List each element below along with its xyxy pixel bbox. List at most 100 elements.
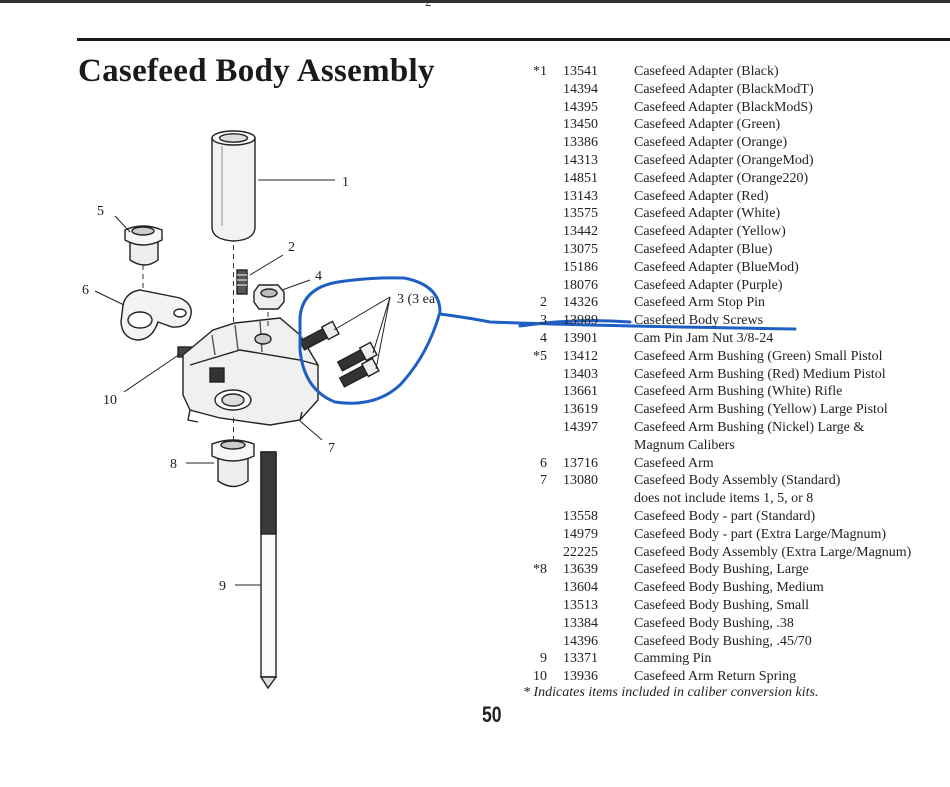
parts-row: 13442 Casefeed Adapter (Yellow) [520, 223, 950, 241]
part-item-number: *5 [533, 348, 547, 364]
part-number: 13901 [563, 330, 598, 346]
part-description: Casefeed Arm Bushing (Yellow) Large Pist… [634, 402, 888, 418]
part-number: 13604 [563, 580, 598, 596]
part-description: Casefeed Adapter (Blue) [634, 241, 773, 257]
part-description: does not include items 1, 5, or 8 [634, 491, 814, 507]
part-number: 13371 [563, 651, 598, 667]
part-description: Cam Pin Jam Nut 3/8-24 [634, 330, 774, 346]
page-marker: 2 [425, 0, 432, 9]
callout-1: 1 [342, 175, 349, 190]
part-description: Casefeed Arm Stop Pin [634, 295, 766, 311]
callout-3: 3 (3 ea [397, 292, 436, 307]
callout-2: 2 [288, 240, 295, 255]
part-number: 13716 [563, 455, 598, 471]
part-description: Camming Pin [634, 651, 712, 667]
part-6-arm [120, 289, 192, 341]
part-description: Magnum Calibers [634, 437, 735, 453]
part-description: Casefeed Adapter (Green) [634, 117, 781, 133]
part-8-bushing [211, 439, 255, 488]
parts-row: 13604 Casefeed Body Bushing, Medium [520, 579, 950, 597]
parts-row: 3 13989 Casefeed Body Screws [520, 312, 950, 330]
part-description: Casefeed Adapter (Yellow) [634, 224, 786, 240]
parts-row: 15186 Casefeed Adapter (BlueMod) [520, 259, 950, 277]
part-5-bushing [124, 225, 163, 266]
part-number: 13403 [563, 366, 598, 382]
parts-row: 13558 Casefeed Body - part (Standard) [520, 508, 950, 526]
part-number: 13558 [563, 508, 598, 524]
part-description: Casefeed Body Assembly (Standard) [634, 473, 841, 489]
part-description: Casefeed Arm Bushing (White) Rifle [634, 384, 843, 400]
parts-row: Magnum Calibers [520, 437, 950, 455]
parts-row: *8 13639 Casefeed Body Bushing, Large [520, 561, 950, 579]
part-number: 14313 [563, 152, 598, 168]
part-number: 18076 [563, 277, 598, 293]
part-description: Casefeed Adapter (Black) [634, 64, 779, 79]
part-description: Casefeed Arm Bushing (Green) Small Pisto… [634, 348, 883, 364]
callout-6: 6 [82, 283, 89, 298]
part-description: Casefeed Body Bushing, .45/70 [634, 633, 812, 649]
part-number: 14395 [563, 99, 598, 115]
part-description: Casefeed Adapter (BlueMod) [634, 259, 799, 275]
part-number: 13989 [563, 313, 598, 329]
part-number: 13513 [563, 597, 598, 613]
part-number: 22225 [563, 544, 598, 560]
part-number: 13442 [563, 224, 598, 240]
part-item-number: 10 [533, 669, 547, 685]
part-number: 14394 [563, 81, 598, 97]
part-description: Casefeed Adapter (OrangeMod) [634, 152, 814, 168]
part-description: Casefeed Body - part (Extra Large/Magnum… [634, 526, 887, 542]
callout-10: 10 [103, 393, 117, 408]
callout-9: 9 [219, 579, 226, 594]
part-number: 13619 [563, 402, 598, 418]
part-description: Casefeed Body Bushing, Medium [634, 580, 824, 596]
part-number: 13936 [563, 669, 598, 685]
part-description: Casefeed Adapter (Purple) [634, 277, 783, 293]
part-item-number: *8 [533, 562, 547, 578]
part-item-number: 3 [540, 313, 547, 329]
part-number: 13384 [563, 615, 598, 631]
parts-row: *5 13412 Casefeed Arm Bushing (Green) Smal… [520, 348, 950, 366]
part-number: 13541 [563, 64, 598, 79]
part-description: Casefeed Adapter (Orange) [634, 135, 788, 151]
part-description: Casefeed Arm Bushing (Red) Medium Pistol [634, 366, 886, 382]
part-item-number: 6 [540, 455, 547, 471]
part-number: 14397 [563, 419, 598, 435]
part-description: Casefeed Body Bushing, Small [634, 597, 809, 613]
part-description: Casefeed Body Bushing, Large [634, 562, 809, 578]
parts-row: does not include items 1, 5, or 8 [520, 490, 950, 508]
parts-row: 13403 Casefeed Arm Bushing (Red) Medium P… [520, 366, 950, 384]
parts-row: 13386 Casefeed Adapter (Orange) [520, 134, 950, 152]
part-number: 13386 [563, 135, 598, 151]
part-1-adapter [211, 130, 256, 242]
page-number: 50 [482, 702, 502, 727]
part-item-number: *1 [533, 64, 547, 79]
parts-row: 18076 Casefeed Adapter (Purple) [520, 277, 950, 295]
part-description: Casefeed Arm [634, 455, 714, 471]
part-item-number: 7 [540, 473, 547, 489]
part-number: 13639 [563, 562, 598, 578]
callout-7: 7 [328, 441, 335, 456]
part-number: 15186 [563, 259, 598, 275]
part-number: 14326 [563, 295, 598, 311]
page-title: Casefeed Body Assembly [78, 53, 435, 89]
parts-row: *1 13541 Casefeed Adapter (Black) [520, 63, 950, 81]
part-description: Casefeed Body - part (Standard) [634, 508, 816, 524]
part-number: 13143 [563, 188, 598, 204]
part-number: 13412 [563, 348, 598, 364]
part-description: Casefeed Body Screws [634, 313, 764, 329]
